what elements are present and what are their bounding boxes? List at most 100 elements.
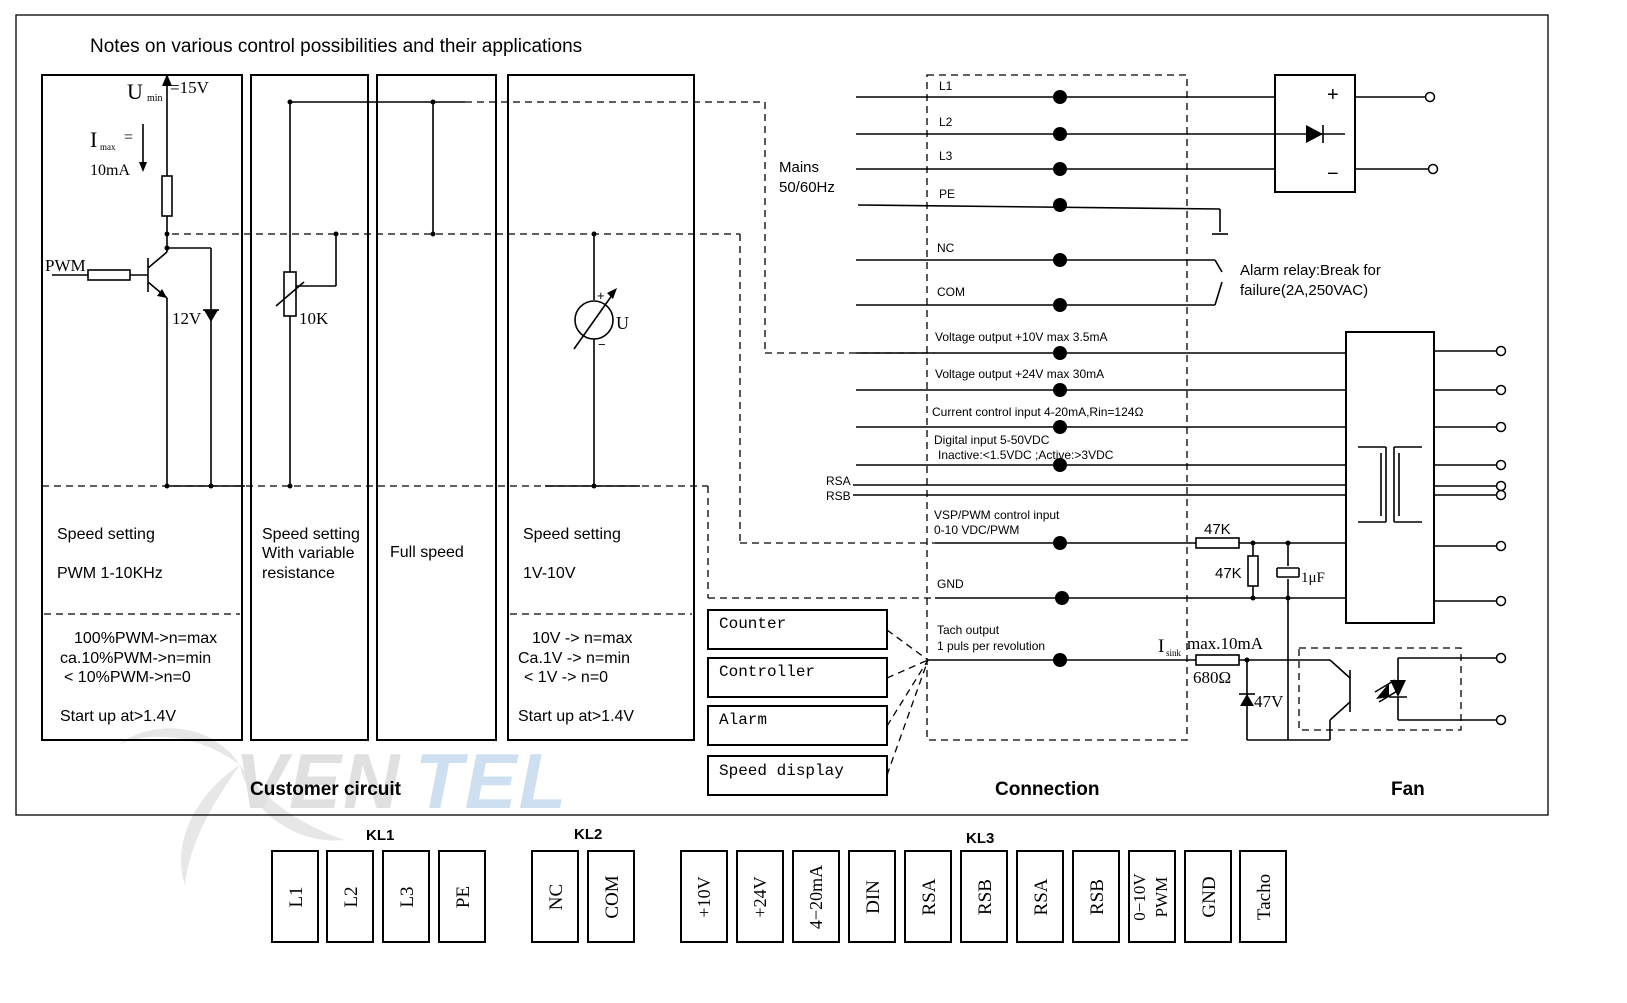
col1-note: Start up at>1.4V xyxy=(60,708,176,725)
terminal-pe-label: PE xyxy=(453,886,474,908)
digital-threshold-label: Inactive:<1.5VDC ;Active:>3VDC xyxy=(938,448,1114,462)
volt10-label: Voltage output +10V max 3.5mA xyxy=(935,330,1107,344)
terminal-rsb-label: RSB xyxy=(975,879,996,915)
diagram-title: Notes on various control possibilities a… xyxy=(90,36,582,57)
transistor-arrow-icon xyxy=(157,289,167,298)
terminal-din xyxy=(848,850,896,943)
terminal-rsb xyxy=(960,850,1008,943)
terminal-dot xyxy=(1053,253,1067,267)
terminal-l2-label: L2 xyxy=(341,886,362,907)
tach-output-network: I sink max.10mA 680Ω 47V xyxy=(1158,634,1330,741)
col4-note: 10V -> n=max xyxy=(532,630,633,647)
column-variable-resistance xyxy=(250,74,369,741)
terminal-nc xyxy=(531,850,579,943)
voltage-source-circuit: + − U xyxy=(545,231,640,489)
terminal-dot xyxy=(1055,591,1069,605)
zener-47v-label: 47V xyxy=(1254,692,1284,711)
controller-label: Controller xyxy=(719,663,815,681)
isink-symbol: I xyxy=(1158,636,1164,657)
terminal-tacho xyxy=(1239,850,1287,943)
resistor-680-label: 680Ω xyxy=(1193,668,1231,687)
terminal-dot xyxy=(1053,198,1067,212)
tach-fanout-line xyxy=(886,659,929,776)
base-resistor xyxy=(87,269,131,281)
current-arrow-icon xyxy=(139,162,147,172)
diagram-frame xyxy=(15,14,1549,816)
terminal-dot xyxy=(1053,90,1067,104)
terminal-pe xyxy=(438,850,486,943)
relay-contact xyxy=(1214,259,1223,273)
fan-electronics-box xyxy=(1345,331,1435,624)
watermark-blade xyxy=(181,765,240,885)
rectifier-plus: + xyxy=(1327,84,1339,106)
terminal-rsb-2-label: RSB xyxy=(1087,879,1108,915)
terminal-rsa-label: RSA xyxy=(919,878,940,915)
terminal-rsb-2 xyxy=(1072,850,1120,943)
resistor-47k-shunt-label: 47K xyxy=(1215,565,1242,582)
terminal-dot xyxy=(1053,383,1067,397)
column-full-speed xyxy=(376,74,497,741)
terminal-block-kl1: L1 L2 L3 PE xyxy=(271,850,486,943)
terminal-rsa xyxy=(904,850,952,943)
mains-label: Mains xyxy=(779,159,819,176)
tach-fanout-line xyxy=(886,659,929,727)
alarm-label: Alarm xyxy=(719,711,767,729)
alarm-relay-label: Alarm relay:Break for xyxy=(1240,262,1381,279)
kl1-label: KL1 xyxy=(366,827,394,844)
alarm-relay-rating: failure(2A,250VAC) xyxy=(1240,282,1368,299)
terminal-rsa-2-label: RSA xyxy=(1031,878,1052,915)
junction-dot xyxy=(287,483,293,489)
terminal-com xyxy=(587,850,635,943)
light-arrow-head-icon xyxy=(1376,683,1389,699)
output-terminal xyxy=(1495,714,1507,726)
terminal-24v-label: +24V xyxy=(750,876,770,917)
terminal-nc-label: NC xyxy=(546,884,567,910)
isink-value: max.10mA xyxy=(1187,634,1264,653)
terminal-din-label: DIN xyxy=(863,880,884,914)
terminal-0-10v-pwm xyxy=(1128,850,1176,943)
junction-dot xyxy=(430,231,436,237)
col1-note: 100%PWM->n=max xyxy=(74,630,217,647)
speed-display-label: Speed display xyxy=(719,762,844,780)
junction-dot xyxy=(333,231,339,237)
pullup-resistor xyxy=(161,175,173,217)
tach-pulse-label: 1 puls per revolution xyxy=(937,639,1045,653)
pwm-circuit: U min =15V I max = 10mA 12V PWM xyxy=(45,74,245,489)
speed-display-box xyxy=(707,755,888,796)
section-label-customer: Customer circuit xyxy=(250,779,402,800)
line-pe xyxy=(857,204,1221,210)
rsb-label: RSB xyxy=(826,489,851,503)
col1-title: Speed setting xyxy=(57,526,155,543)
col4-title: Speed setting xyxy=(523,526,621,543)
terminal-dot xyxy=(1053,127,1067,141)
watermark-text-accent: TEL xyxy=(415,737,568,825)
l3-label: L3 xyxy=(939,149,953,163)
opto-emitter xyxy=(1329,701,1351,721)
voltmeter-adjust-arrow xyxy=(573,290,616,350)
isink-subscript: sink xyxy=(1166,648,1182,658)
terminal-l1 xyxy=(271,850,319,943)
col1-subtitle: PWM 1-10KHz xyxy=(57,565,163,582)
meter-minus: − xyxy=(598,337,606,352)
col4-note: Start up at>1.4V xyxy=(518,708,634,725)
meter-plus: + xyxy=(597,288,605,303)
terminal-dot xyxy=(1053,420,1067,434)
terminal-10v xyxy=(680,850,728,943)
imax-subscript: max xyxy=(100,142,116,152)
output-terminal xyxy=(1495,540,1507,552)
resistor-47k-label: 47K xyxy=(1204,521,1231,538)
section-label-connection: Connection xyxy=(995,779,1100,800)
zener-diode-icon xyxy=(204,310,218,322)
terminal-dot xyxy=(1053,162,1067,176)
watermark-blade xyxy=(240,765,345,841)
col1-note: ca.10%PWM->n=min xyxy=(60,650,211,667)
vsp-range-label: 0-10 VDC/PWM xyxy=(934,523,1019,537)
arrow-head-icon xyxy=(607,288,617,299)
col2-line: resistance xyxy=(262,565,335,582)
dc-plus-terminal xyxy=(1424,91,1436,103)
col4-subtitle: 1V-10V xyxy=(523,565,576,582)
junction-dot xyxy=(164,231,170,237)
col4-note: < 1V -> n=0 xyxy=(524,669,608,686)
dc-minus-terminal xyxy=(1427,163,1439,175)
